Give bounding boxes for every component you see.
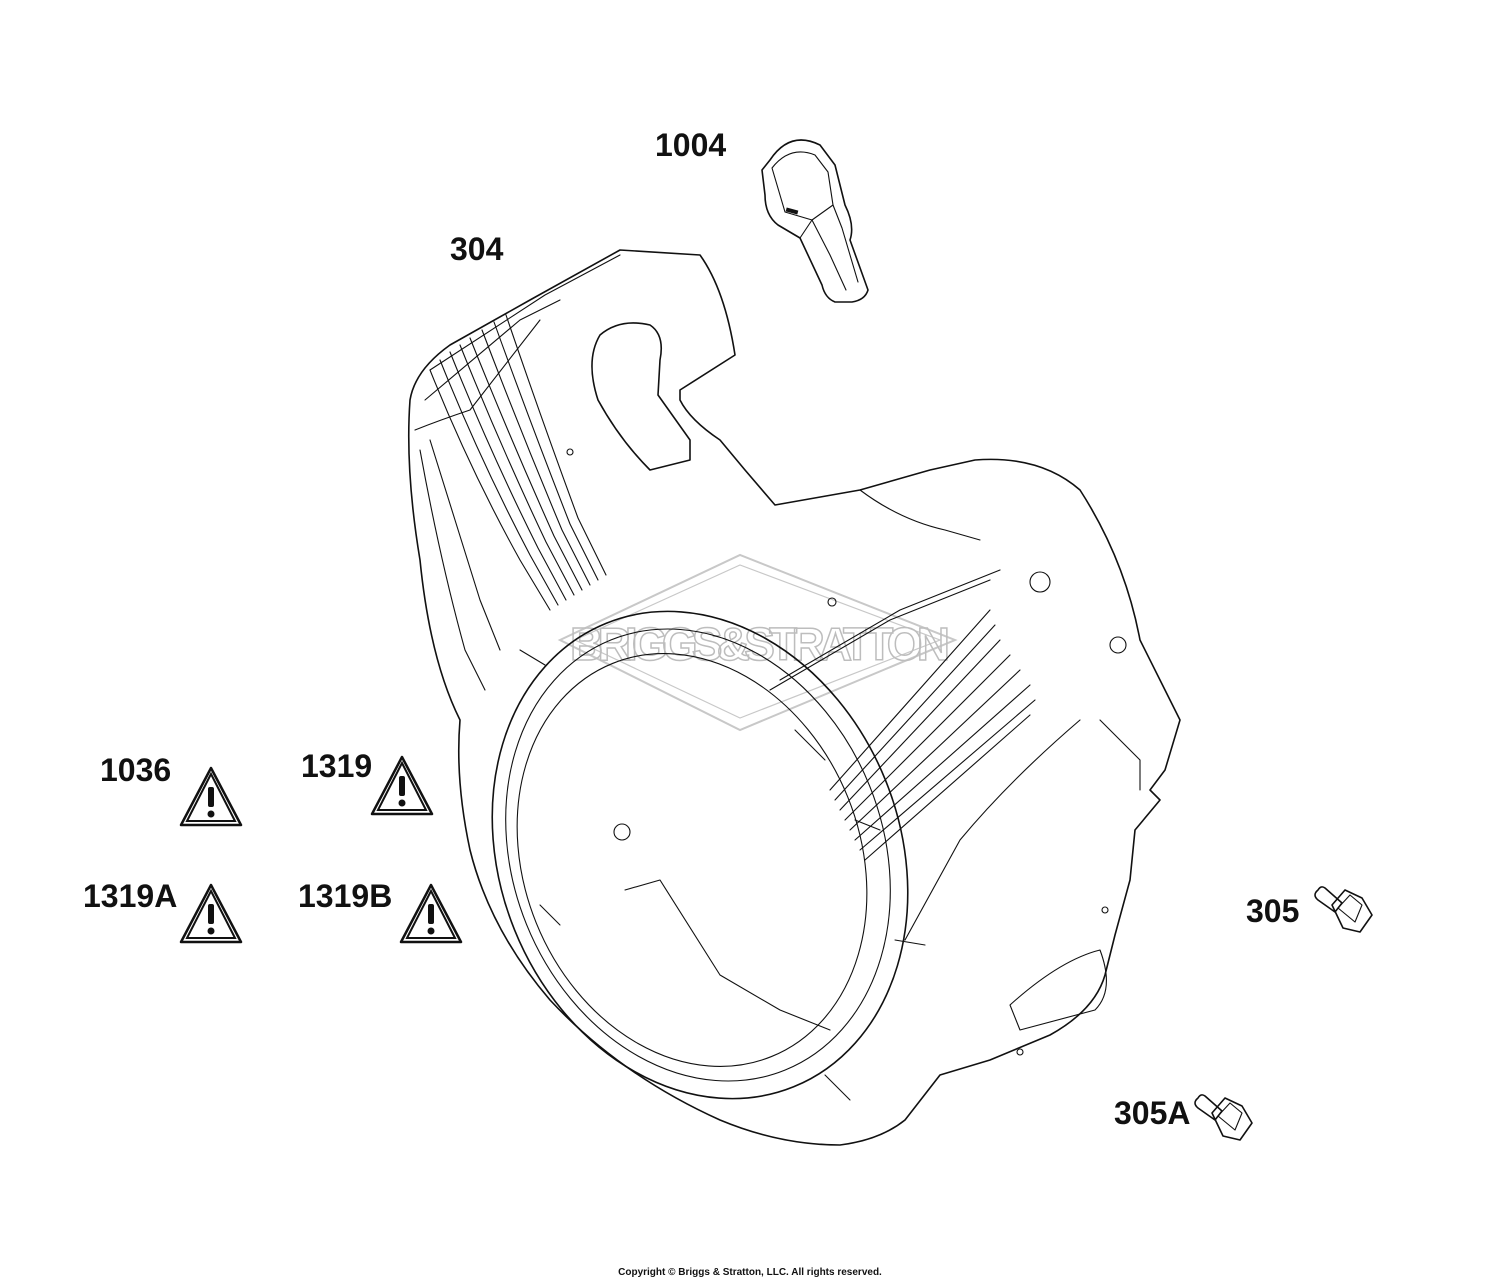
warning-triangle-icon xyxy=(399,883,463,944)
callout-305A: 305A xyxy=(1114,1095,1191,1131)
warning-triangle-icon xyxy=(179,883,243,944)
callout-1004: 1004 xyxy=(655,127,727,163)
warning-triangle-icon xyxy=(370,755,434,816)
copyright-notice: Copyright © Briggs & Stratton, LLC. All … xyxy=(618,1267,882,1278)
part-305A-bolt xyxy=(1194,1094,1253,1141)
watermark-text: BRIGGS&STRATTON xyxy=(570,618,950,670)
part-1004-clip xyxy=(761,139,869,303)
part-304-blower-housing xyxy=(407,249,1181,1146)
callout-1319: 1319 xyxy=(301,748,373,784)
callout-1319B: 1319B xyxy=(298,878,393,914)
callout-1036: 1036 xyxy=(100,752,172,788)
warning-triangle-icon xyxy=(179,766,243,827)
brand-watermark: BRIGGS&STRATTON xyxy=(557,553,958,732)
callout-304: 304 xyxy=(450,231,504,267)
part-305-bolt xyxy=(1314,886,1373,933)
callout-305: 305 xyxy=(1246,893,1300,929)
callout-1319A: 1319A xyxy=(83,878,178,914)
